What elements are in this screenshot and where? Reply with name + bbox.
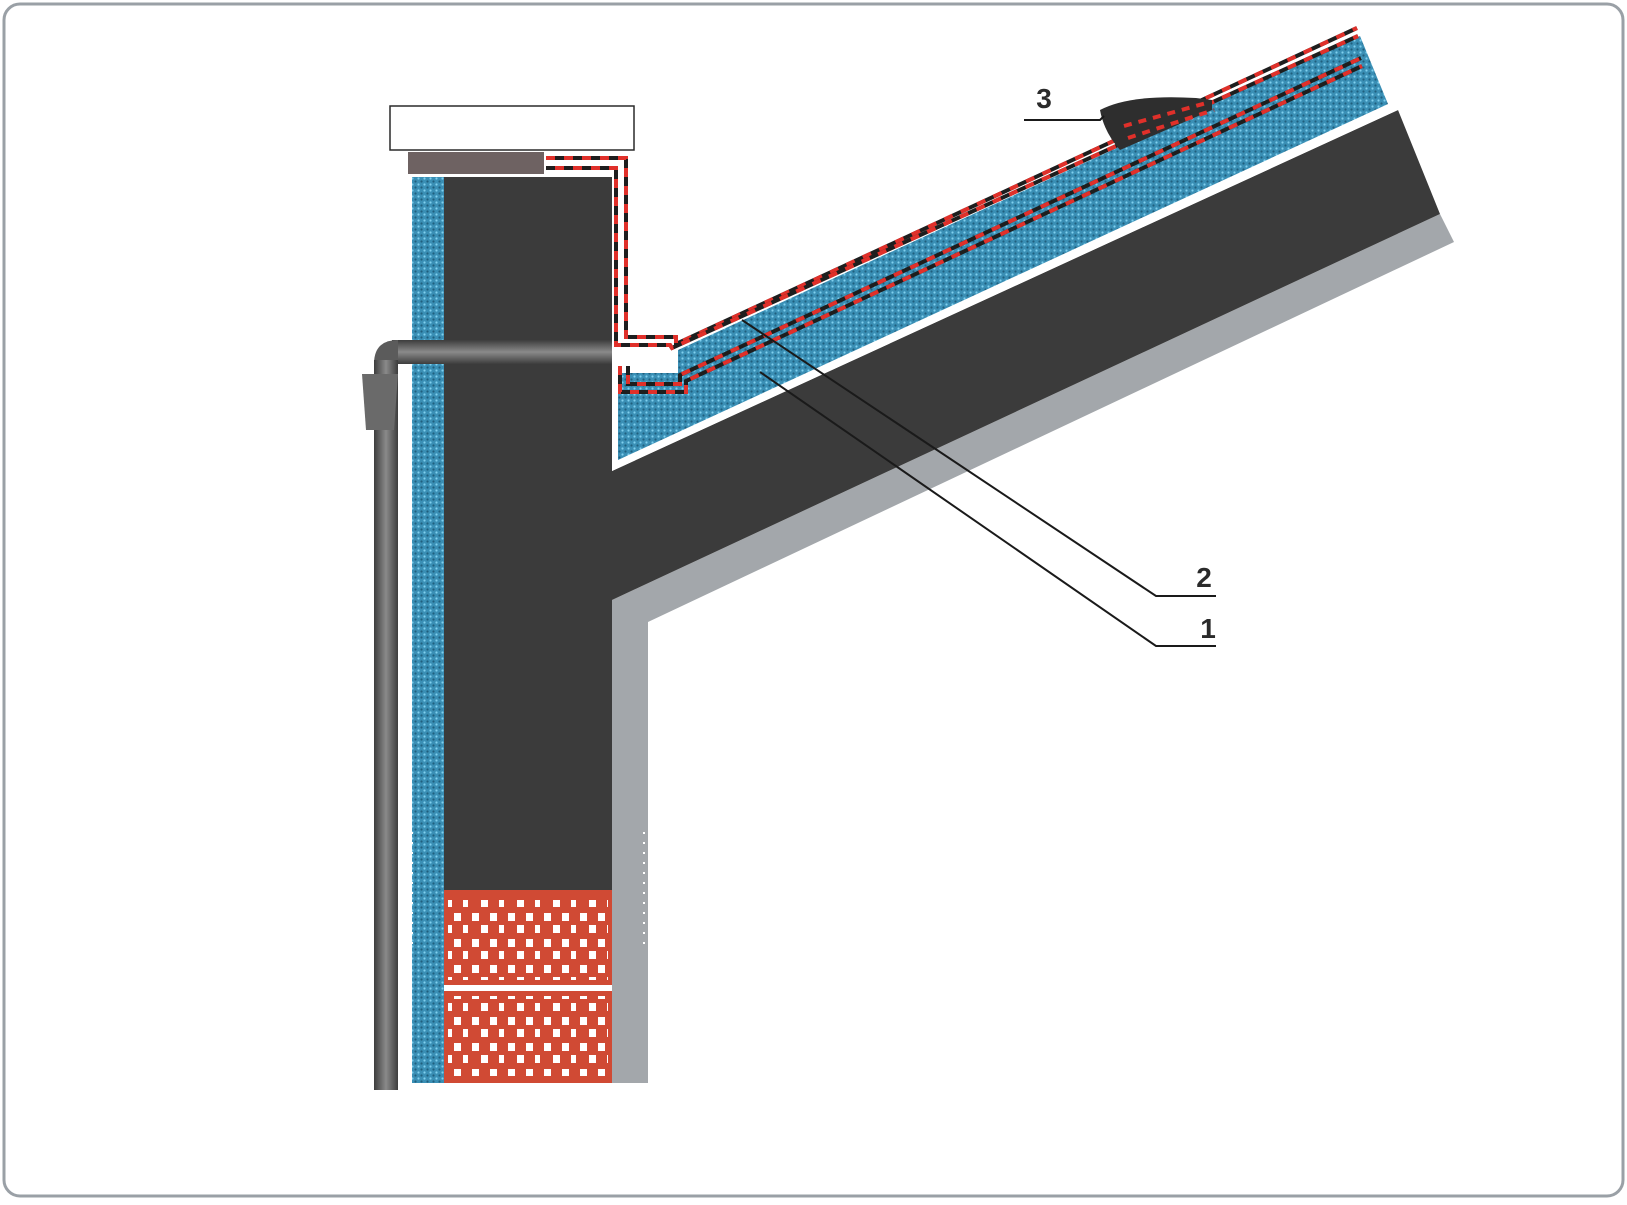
parapet-coping-cap	[389, 105, 635, 151]
brick-mortar-joint	[444, 985, 612, 991]
brick-course-lower	[448, 996, 608, 1076]
brick-course-upper	[448, 900, 608, 980]
callout-1-label: 1	[1200, 613, 1216, 644]
leader-line-2	[741, 319, 1216, 597]
concrete-structure	[444, 110, 1440, 890]
callout-3-label: 3	[1036, 83, 1052, 114]
vent-flashing-strip-lower	[1127, 108, 1215, 140]
coping-stone	[408, 152, 544, 174]
leader-line-1	[759, 371, 1216, 647]
callout-2-label: 2	[1196, 562, 1212, 593]
downpipe-funnel	[362, 374, 398, 430]
drain-outlet-pipe	[392, 340, 612, 364]
drain-pipe-elbow	[374, 340, 398, 364]
roofing-membrane	[546, 26, 1363, 394]
separation-line	[612, 102, 1398, 471]
wall-insulation-layer	[412, 177, 444, 1083]
downpipe	[374, 360, 398, 1090]
leader-line-3	[1024, 115, 1105, 121]
